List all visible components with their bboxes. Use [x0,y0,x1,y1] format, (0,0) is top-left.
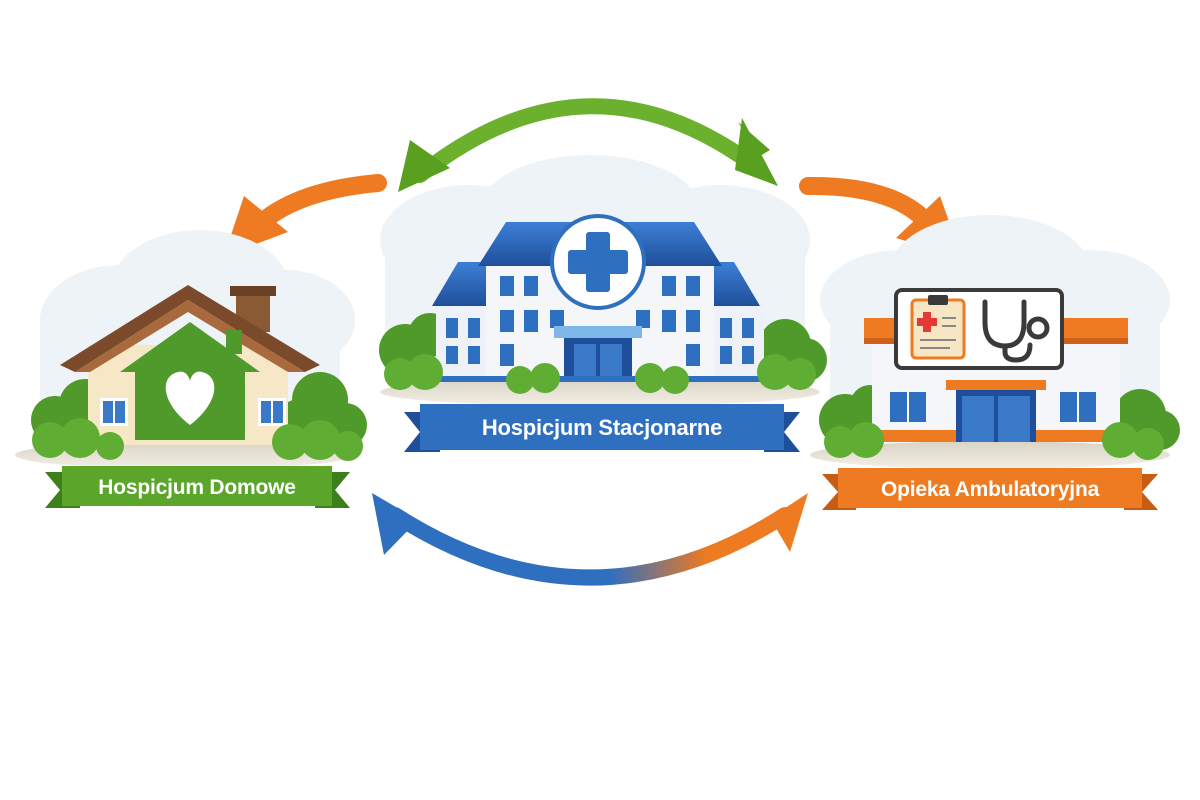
heart-icon [165,371,215,425]
clinic-icon [864,288,1128,442]
stationary-label: Hospicjum Stacjonarne [482,415,722,440]
arrow-home-ambulatory-bottom [372,493,808,586]
ambulatory-banner: Opieka Ambulatoryjna [822,468,1158,510]
stationary-banner: Hospicjum Stacjonarne [404,404,800,452]
ambulatory-care: Opieka Ambulatoryjna [810,215,1180,510]
home-banner: Hospicjum Domowe [45,466,350,508]
home-hospice: Hospicjum Domowe [15,230,367,508]
stethoscope-icon [982,299,1050,363]
home-label: Hospicjum Domowe [98,476,296,499]
hospital-icon [430,214,770,382]
clipboard-icon [910,295,966,360]
stationary-hospice: Hospicjum Stacjonarne [379,155,827,452]
house-icon [60,285,320,445]
medical-cross-icon [568,232,628,292]
arrow-home-ambulatory-top [398,98,778,192]
ambulatory-label: Opieka Ambulatoryjna [881,478,1100,501]
